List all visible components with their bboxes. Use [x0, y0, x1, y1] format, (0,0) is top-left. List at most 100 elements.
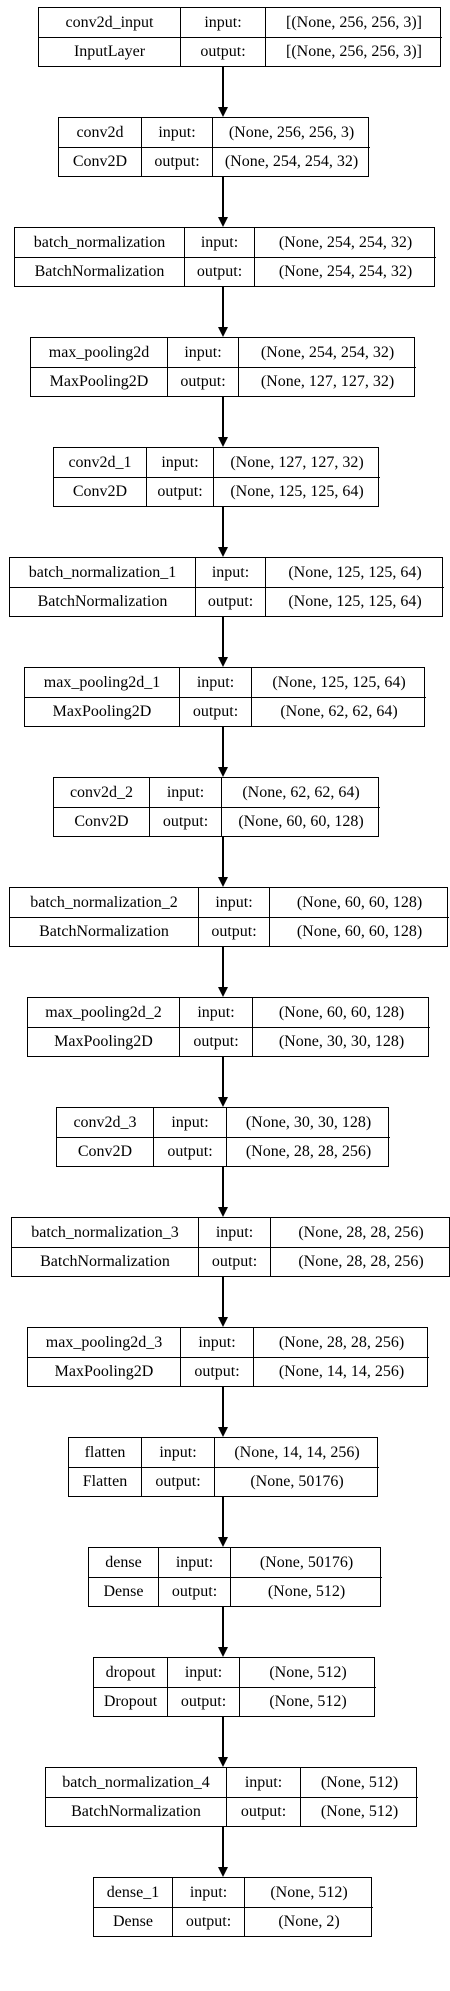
input-shape: (None, 62, 62, 64) [242, 783, 360, 801]
layer-type: Conv2D [54, 807, 150, 836]
output-shape: (None, 30, 30, 128) [253, 1027, 430, 1056]
input-shape: (None, 254, 254, 32) [278, 233, 413, 251]
output-shape: (None, 254, 254, 32) [255, 257, 436, 286]
input-shape: (None, 125, 125, 64) [288, 563, 422, 581]
output-label: output: [142, 147, 213, 176]
layer-type: Dense [89, 1577, 159, 1606]
arrowhead-icon [218, 987, 228, 997]
input-label: input: [227, 1768, 301, 1797]
output-shape: (None, 2) [245, 1907, 373, 1936]
layer-name: max_pooling2d_2 [28, 998, 180, 1027]
output-label: output: [199, 917, 270, 946]
input-label: input: [180, 998, 253, 1027]
arrowhead-icon [218, 1427, 228, 1437]
input-shape: (None, 28, 28, 256) [278, 1333, 405, 1351]
output-shape: (None, 28, 28, 256) [271, 1247, 450, 1276]
input-shape: (None, 512) [270, 1883, 348, 1901]
input-label: input: [199, 1218, 271, 1247]
input-label: input: [180, 668, 252, 697]
output-shape: (None, 512) [231, 1577, 382, 1606]
output-shape: (None, 28, 28, 256) [227, 1137, 390, 1166]
layer-type: MaxPooling2D [28, 1357, 181, 1386]
layer-type: Dense [94, 1907, 173, 1936]
output-shape: (None, 14, 14, 256) [254, 1357, 429, 1386]
layer-type: BatchNormalization [10, 917, 199, 946]
input-shape: (None, 125, 125, 64) [272, 673, 406, 691]
layer-type: MaxPooling2D [28, 1027, 180, 1056]
arrowhead-icon [218, 1647, 228, 1657]
arrowhead-icon [218, 1867, 228, 1877]
output-shape: (None, 512) [240, 1687, 376, 1716]
output-label: output: [180, 697, 252, 726]
output-label: output: [150, 807, 222, 836]
output-label: output: [168, 367, 239, 396]
output-shape: (None, 512) [301, 1797, 418, 1826]
layer-name: conv2d_1 [54, 448, 147, 477]
output-shape: (None, 60, 60, 128) [222, 807, 380, 836]
layer-name: max_pooling2d [31, 338, 168, 367]
layer-type: Conv2D [57, 1137, 154, 1166]
output-shape: (None, 50176) [215, 1467, 379, 1496]
output-label: output: [159, 1577, 231, 1606]
output-shape: (None, 125, 125, 64) [266, 587, 444, 616]
input-shape: (None, 254, 254, 32) [260, 343, 395, 361]
layer-name: batch_normalization_3 [12, 1218, 199, 1247]
layer-type: BatchNormalization [10, 587, 196, 616]
arrowhead-icon [218, 767, 228, 777]
output-shape: (None, 60, 60, 128) [270, 917, 449, 946]
input-label: input: [181, 1328, 254, 1357]
output-shape: (None, 62, 62, 64) [252, 697, 426, 726]
input-label: input: [159, 1548, 231, 1577]
layer-name: max_pooling2d_1 [25, 668, 180, 697]
arrowhead-icon [218, 437, 228, 447]
layer-name: conv2d [59, 118, 142, 147]
layer-type: Conv2D [54, 477, 147, 506]
output-label: output: [173, 1907, 245, 1936]
input-shape: (None, 30, 30, 128) [245, 1113, 372, 1131]
layer-name: batch_normalization_1 [10, 558, 196, 587]
arrowhead-icon [218, 1757, 228, 1767]
arrowhead-icon [218, 1537, 228, 1547]
output-label: output: [168, 1687, 240, 1716]
layer-type: InputLayer [39, 37, 181, 66]
layer-type: Conv2D [59, 147, 142, 176]
arrowhead-icon [218, 1317, 228, 1327]
layer-name: batch_normalization_4 [46, 1768, 227, 1797]
arrowhead-icon [218, 1207, 228, 1217]
input-label: input: [154, 1108, 227, 1137]
layer-type: MaxPooling2D [25, 697, 180, 726]
input-label: input: [196, 558, 266, 587]
output-label: output: [181, 1357, 254, 1386]
layer-type: Dropout [94, 1687, 168, 1716]
input-shape: (None, 28, 28, 256) [298, 1223, 424, 1241]
input-shape: (None, 60, 60, 128) [296, 893, 423, 911]
layer-name: max_pooling2d_3 [28, 1328, 181, 1357]
layer-name: dropout [94, 1658, 168, 1687]
input-shape: (None, 14, 14, 256) [234, 1443, 360, 1461]
input-label: input: [199, 888, 270, 917]
arrowhead-icon [218, 657, 228, 667]
output-label: output: [199, 1247, 271, 1276]
output-shape: [(None, 256, 256, 3)] [266, 37, 442, 66]
layer-name: conv2d_input [39, 8, 181, 37]
layer-type: MaxPooling2D [31, 367, 168, 396]
input-shape: (None, 60, 60, 128) [278, 1003, 405, 1021]
arrowhead-icon [218, 217, 228, 227]
arrowhead-icon [218, 877, 228, 887]
output-label: output: [180, 1027, 253, 1056]
layer-type: Flatten [69, 1467, 142, 1496]
